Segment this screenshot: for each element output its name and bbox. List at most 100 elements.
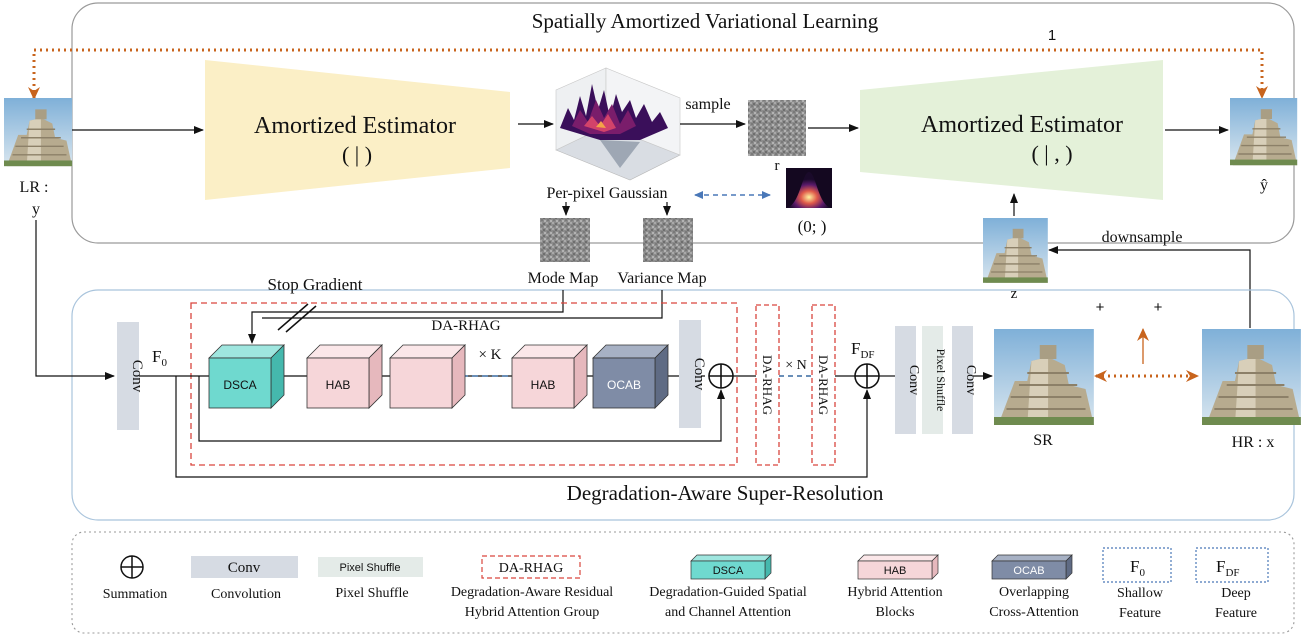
downsample-label: downsample (1102, 229, 1183, 246)
lr-label: LR : (20, 179, 49, 196)
gaussian-label: Per-pixel Gaussian (547, 185, 668, 202)
consistency-loop-arrow (28, 48, 1268, 100)
tail-conv-2-label: Conv (963, 365, 978, 395)
group-conv-block (679, 320, 701, 428)
group-skip-connection (198, 376, 725, 442)
legend-f0-box (1102, 547, 1172, 583)
variance-map-label: Variance Map (617, 270, 706, 287)
downsample-arrow (1048, 246, 1251, 328)
prior-label: (0; ) (798, 217, 827, 236)
stop-gradient-marks (277, 303, 317, 333)
yhat-image (1229, 97, 1298, 166)
pixel-shuffle-label: Pixel Shuffle (934, 349, 948, 412)
legend-fdf-line1: Deep (1221, 586, 1251, 601)
legend-ocab-line2: Cross-Attention (989, 605, 1078, 620)
legend-pixel-shuffle-box-label: Pixel Shuffle (340, 562, 401, 574)
legend-hab-cube (857, 554, 939, 580)
legend-darhag-line2: Hybrid Attention Group (465, 605, 600, 620)
pixel-shuffle-block (922, 326, 943, 434)
sr-label: SR (1033, 432, 1053, 449)
dsca-cube (208, 344, 285, 409)
mode-map-label: Mode Map (528, 270, 599, 287)
global-skip-connection (175, 376, 871, 478)
tail-conv-2 (952, 326, 973, 434)
hr-image (1200, 327, 1302, 427)
legend-darhag-box (481, 555, 581, 579)
legend-ocab-cube (991, 554, 1073, 580)
loop-label: 1 (1048, 27, 1056, 44)
bottom-panel-title: Degradation-Aware Super-Resolution (567, 481, 884, 505)
tail-conv-1 (895, 326, 916, 434)
f0-label: F0 (152, 347, 167, 369)
legend-summation-label: Summation (103, 587, 168, 602)
legend-pixel-shuffle-box (318, 557, 423, 577)
legend-f0-line2: Feature (1119, 606, 1161, 621)
times-n-label: × N (785, 358, 807, 373)
group-summation-icon (708, 363, 734, 389)
legend-fdf-box-label: FDF (1216, 557, 1240, 579)
darhag-group-label: DA-RHAG (431, 318, 500, 334)
darhag-block-2-label: DA-RHAG (816, 355, 831, 415)
decoder-trapezoid (860, 60, 1163, 200)
legend-dsca-box-label: DSCA (713, 565, 744, 577)
darhag-block-2 (811, 304, 836, 466)
first-conv-block (117, 322, 139, 430)
legend-pixel-shuffle-label: Pixel Shuffle (335, 586, 408, 601)
fdf-summation-icon (854, 363, 880, 389)
legend-conv-label: Convolution (211, 587, 281, 602)
yhat-label: ŷ (1260, 177, 1268, 194)
decoder-title: Amortized Estimator (921, 112, 1123, 138)
legend-hab-line1: Hybrid Attention (847, 585, 942, 600)
tail-conv-1-label: Conv (906, 365, 921, 395)
r-label: r (775, 158, 780, 174)
stop-gradient-label: Stop Gradient (268, 275, 363, 294)
legend-f0-line1: Shallow (1117, 586, 1164, 601)
sample-label: sample (685, 96, 730, 113)
arrow-lr-to-conv (35, 220, 115, 380)
legend-summation-icon (120, 555, 144, 579)
hab-cube-3 (511, 344, 588, 409)
variance-map (643, 218, 693, 262)
hab-cube-1 (306, 344, 383, 409)
times-k-label: × K (478, 347, 501, 363)
prior-gaussian-icon (786, 168, 832, 208)
lr-symbol: y (32, 201, 40, 218)
ocab-cube (592, 344, 669, 409)
r-noise-map (748, 100, 806, 156)
lr-image (3, 97, 73, 167)
dsca-label: DSCA (223, 378, 256, 392)
z-image (982, 217, 1049, 284)
legend-dsca-cube (690, 554, 772, 580)
mode-map-feedback-line (248, 290, 564, 344)
legend-dsca-line2: and Channel Attention (665, 605, 791, 620)
legend-conv-box-label: Conv (228, 560, 261, 576)
first-conv-label: Conv (129, 360, 145, 393)
legend-dsca-line1: Degradation-Guided Spatial (649, 585, 807, 600)
hab-cube-2 (389, 344, 466, 409)
darhag-block-1-label: DA-RHAG (760, 355, 775, 415)
legend-ocab-line1: Overlapping (999, 585, 1069, 600)
mode-map (540, 218, 590, 262)
group-conv-label: Conv (691, 358, 707, 391)
hab-label-1: HAB (326, 378, 351, 392)
per-pixel-gaussian-plot (555, 67, 681, 181)
fdf-label: FDF (851, 339, 875, 361)
legend-conv-box (191, 556, 298, 578)
ocab-label: OCAB (607, 378, 641, 392)
legend-darhag-line1: Degradation-Aware Residual (451, 585, 613, 600)
legend-fdf-line2: Feature (1215, 606, 1257, 621)
top-panel-title: Spatially Amortized Variational Learning (532, 9, 879, 33)
legend-f0-box-label: F0 (1130, 557, 1145, 579)
encoder-formula: ( | ) (342, 142, 372, 167)
legend-hab-box-label: HAB (884, 565, 907, 577)
sr-image (992, 327, 1095, 427)
legend-hab-line2: Blocks (876, 605, 915, 620)
hr-label: HR : x (1232, 434, 1275, 451)
legend-ocab-box-label: OCAB (1013, 565, 1044, 577)
darhag-block-1 (755, 304, 780, 466)
variance-map-feedback-line (262, 290, 663, 319)
legend-fdf-box (1195, 547, 1269, 583)
plus-left: + (1096, 299, 1105, 316)
encoder-title: Amortized Estimator (254, 113, 456, 139)
